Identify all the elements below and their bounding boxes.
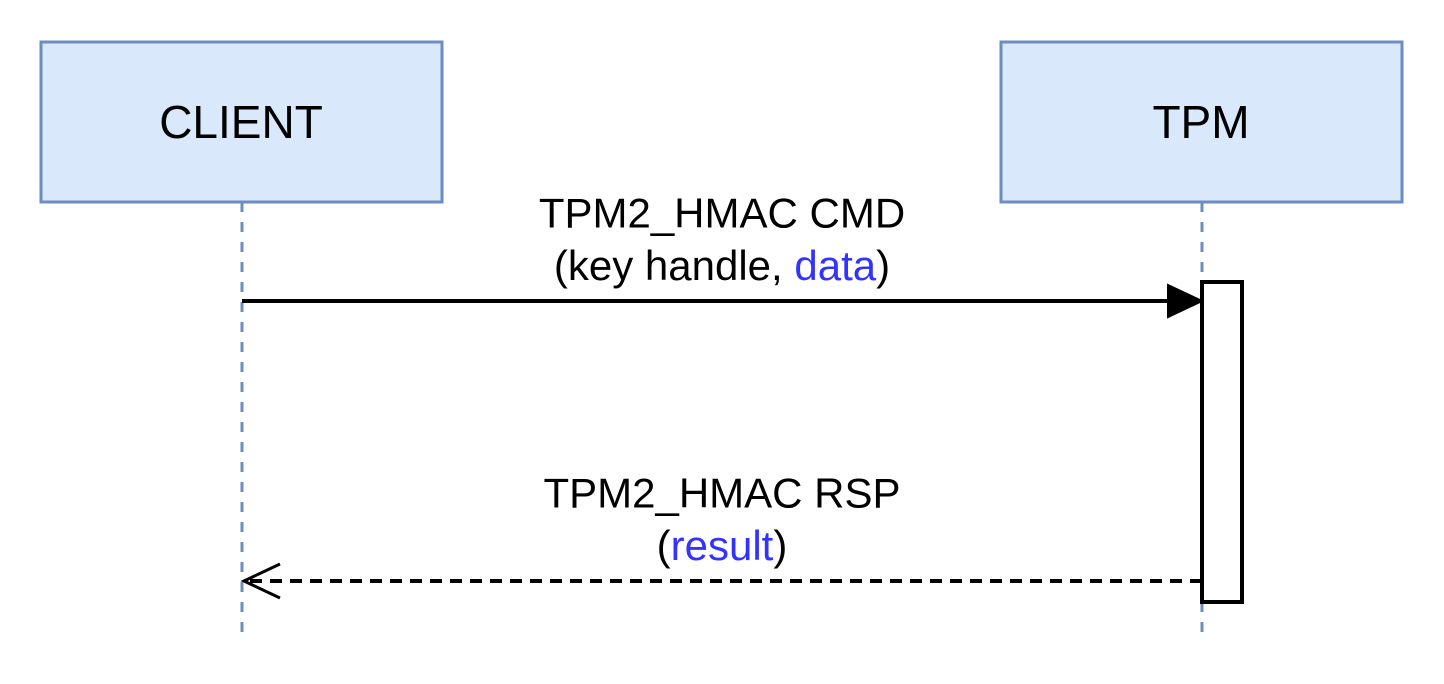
request-label-line1: TPM2_HMAC CMD xyxy=(539,190,905,237)
request-arrowhead-icon xyxy=(1167,283,1205,319)
request-label-open: (key handle, xyxy=(554,242,794,289)
response-label-close: ) xyxy=(773,522,787,569)
response-param-result: result xyxy=(671,522,774,569)
response-label-line2: (result) xyxy=(657,522,788,569)
response-label-open: ( xyxy=(657,522,671,569)
client-actor[interactable]: CLIENT xyxy=(39,40,444,204)
client-actor-box xyxy=(39,40,444,204)
tpm-actor[interactable]: TPM xyxy=(999,40,1404,204)
tpm-actor-label: TPM xyxy=(1152,96,1249,148)
request-label-line2: (key handle, data) xyxy=(554,242,890,289)
response-arrowhead-icon xyxy=(240,562,281,600)
tpm-activation-bar xyxy=(1200,280,1244,604)
request-param-data: data xyxy=(794,242,876,289)
request-label-close: ) xyxy=(876,242,890,289)
request-message[interactable]: TPM2_HMAC CMD (key handle, data) xyxy=(242,190,1205,319)
response-label-line1: TPM2_HMAC RSP xyxy=(543,470,900,517)
response-message[interactable]: TPM2_HMAC RSP (result) xyxy=(240,470,1202,600)
client-actor-label: CLIENT xyxy=(159,96,323,148)
tpm-actor-box xyxy=(999,40,1404,204)
